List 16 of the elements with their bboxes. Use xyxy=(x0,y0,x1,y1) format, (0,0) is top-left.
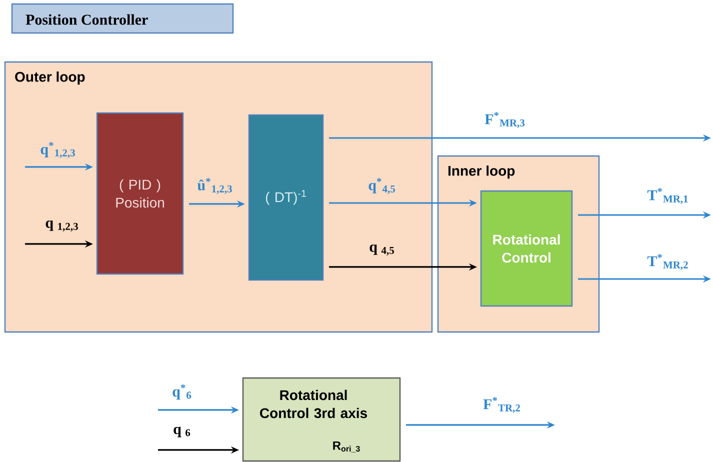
edge-label: û$^{*}$1,2,3 xyxy=(197,178,232,194)
block-box: ( PID ) Position xyxy=(96,112,184,275)
edge-label: q $_{1,2,3}$ xyxy=(46,220,78,232)
edge-label: F$^{*}$TR,2 xyxy=(483,397,520,413)
edge-label: q$^{*}$4,5 xyxy=(368,178,395,194)
edge-label: q $_{4,5}$ xyxy=(370,244,394,256)
edge-label: T$^{*}$MR,2 xyxy=(647,254,688,270)
block-box: Rotational Control 3rd axis R$_{ori_3}$ xyxy=(242,377,401,462)
edge-label: q $_{6}$ xyxy=(174,426,190,438)
edge-label: F$^{*}$MR,3 xyxy=(484,112,525,128)
edge-label: q$^{*}$1,2,3 xyxy=(40,142,75,158)
block-box: ( DT)$^{-1}$ xyxy=(248,114,324,281)
edge-label: T$^{*}$MR,1 xyxy=(647,188,688,204)
title-box: Position Controller xyxy=(11,3,234,34)
block-box: Rotational Control xyxy=(480,190,573,307)
edge-label: q$^{*}$6 xyxy=(172,384,192,400)
